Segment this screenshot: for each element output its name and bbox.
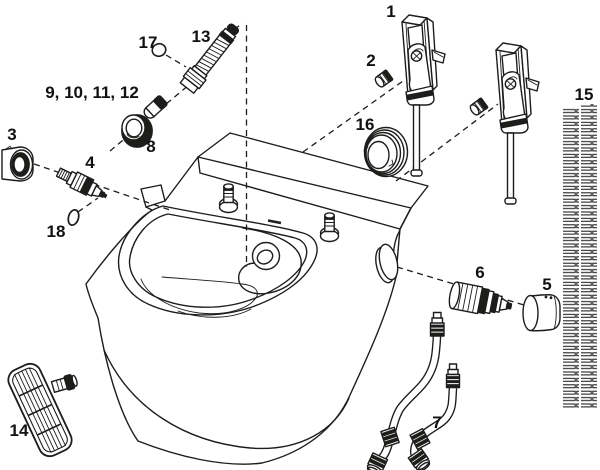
o-ring: [67, 209, 80, 226]
part-label-2: 2: [366, 51, 375, 70]
flexible-connection-hoses: [366, 311, 461, 470]
part-label-3: 3: [7, 125, 16, 144]
fastening-nut-1: [372, 68, 395, 90]
part-label-14: 14: [10, 421, 29, 440]
toilet-bowl: [85, 132, 429, 465]
part-label-1: 1: [386, 2, 395, 21]
bowl-rim-inner: [128, 213, 308, 308]
valve-cover-cap-right: [522, 294, 561, 332]
valve-cartridge-right: [448, 281, 513, 315]
deck-edges: [197, 156, 412, 230]
part-label-18: 18: [47, 222, 66, 241]
side-valve-hole: [375, 243, 399, 284]
fastening-nut-2: [467, 96, 490, 118]
part-label-17: 17: [139, 33, 158, 52]
vent-grille-stem: [50, 374, 78, 393]
shower-nozzle: [251, 241, 281, 271]
part-label-15: 15: [575, 85, 594, 104]
braided-shower-hose: [179, 23, 240, 94]
part-labels: 1 2 3 4 5 6 7 8 9, 10, 11, 12 13 14 15 1…: [7, 2, 593, 440]
part-label-6: 6: [475, 263, 484, 282]
part-label-8: 8: [146, 137, 155, 156]
logo-mark: [267, 219, 282, 225]
grommet-seal: [121, 114, 153, 148]
part-label-5: 5: [542, 275, 551, 294]
part-label-13: 13: [192, 27, 211, 46]
wall-bracket-1: [401, 14, 446, 177]
nozzle-insert-set: [143, 95, 168, 119]
corrugated-sealing-strips: [563, 104, 597, 408]
part-label-9-12: 9, 10, 11, 12: [45, 83, 139, 102]
vent-grille: [7, 362, 73, 458]
part-label-7: 7: [432, 413, 441, 432]
part-label-16: 16: [356, 115, 375, 134]
valve-cover-cap-left: [1, 145, 34, 182]
part-label-4: 4: [85, 153, 95, 172]
wall-bracket-2: [495, 42, 540, 205]
bowl-rim-outer: [117, 205, 318, 316]
o-ring-small: [151, 42, 167, 58]
corrugated-sealing-ring: [363, 126, 409, 178]
valve-cartridge-left: [55, 167, 108, 199]
